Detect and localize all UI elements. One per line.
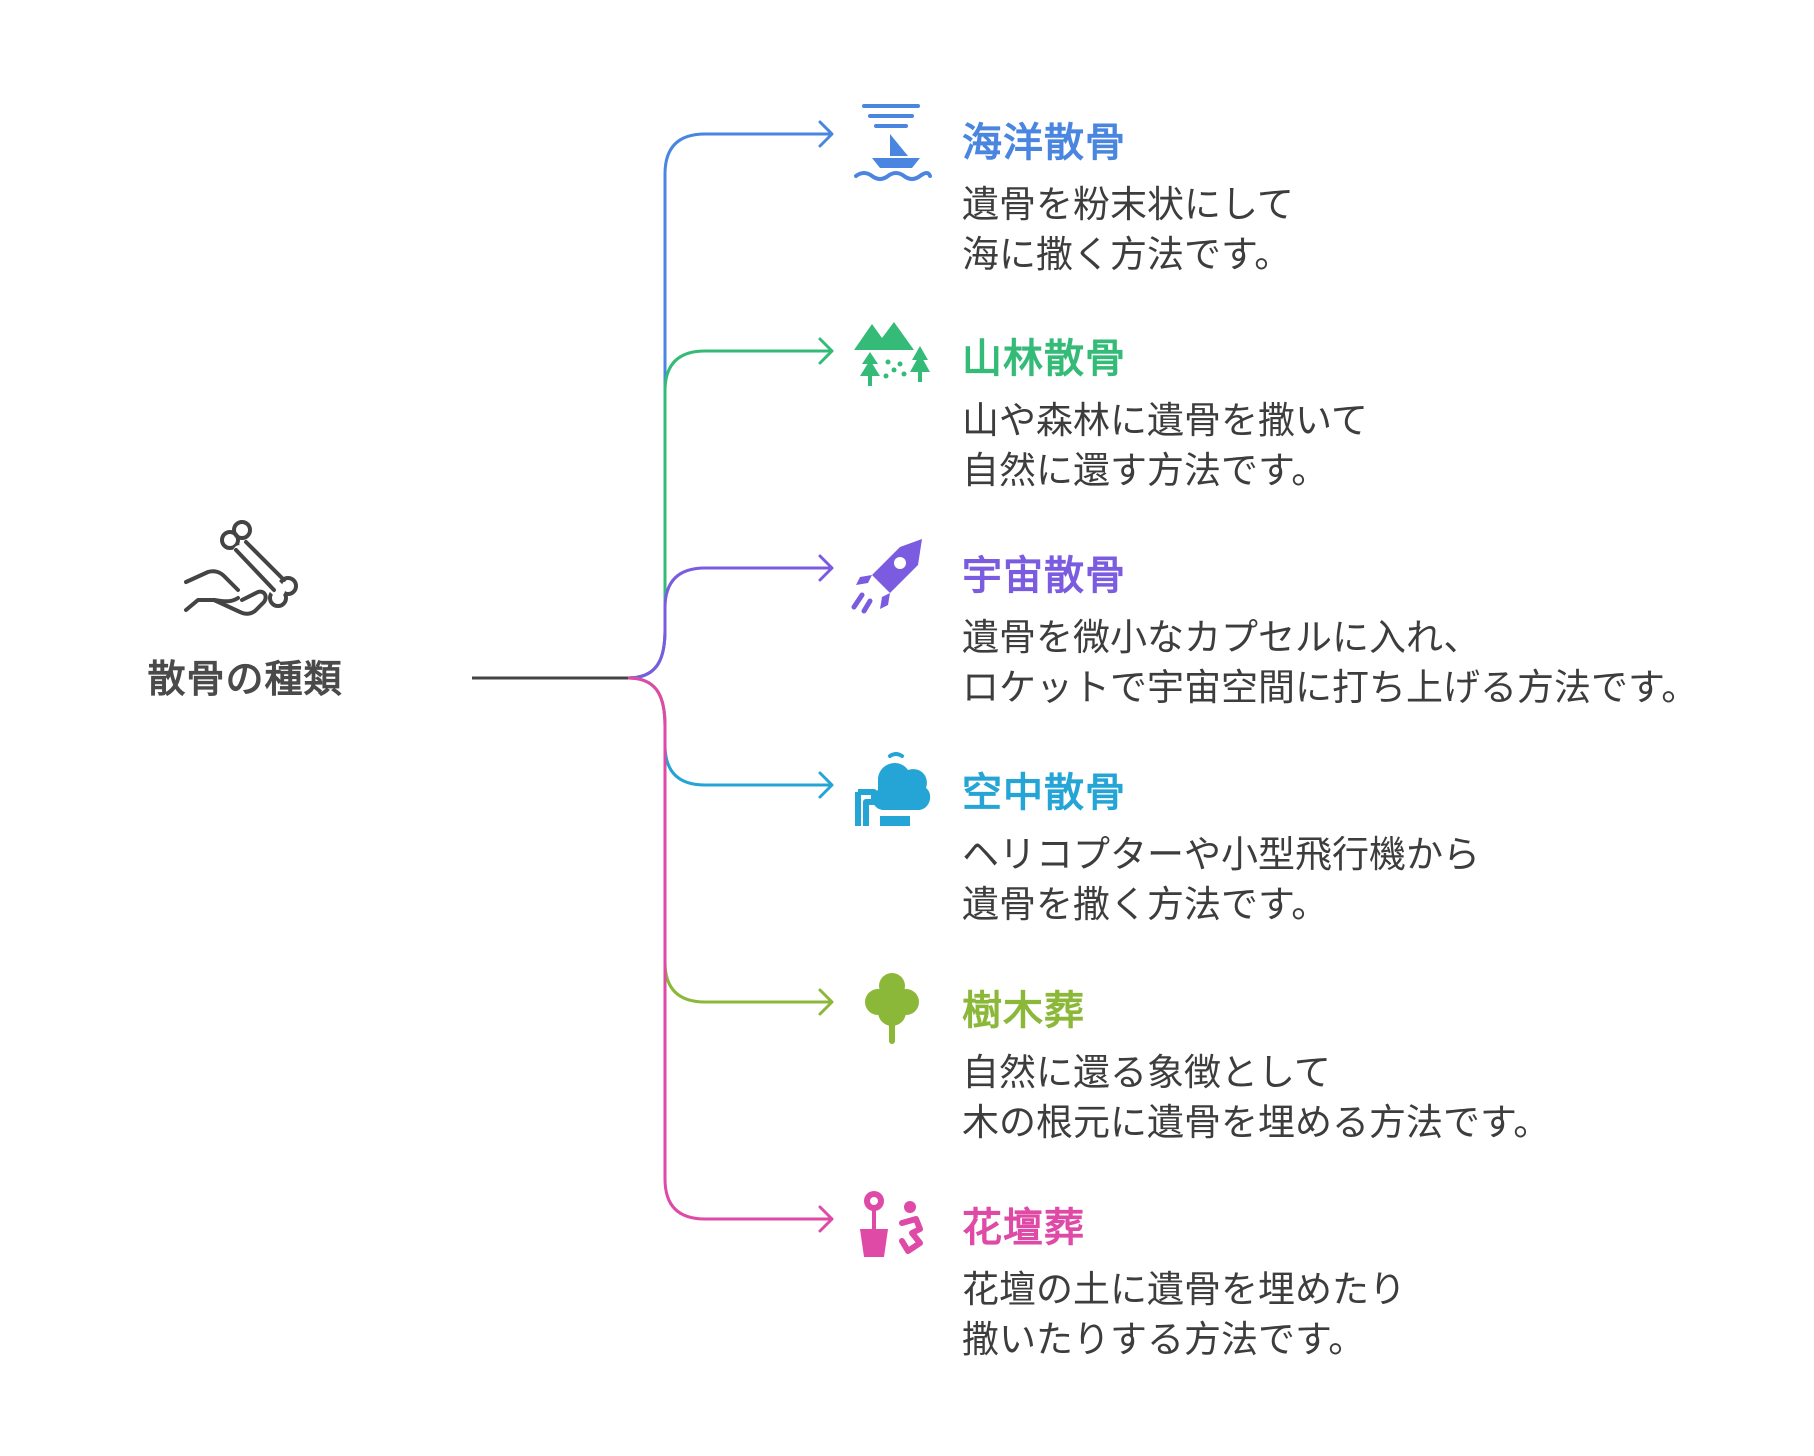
description-line: 遺骨を粉末状にして — [962, 183, 1294, 226]
arrowhead-flowerbed — [818, 1205, 834, 1233]
branch-title-air: 空中散骨 — [962, 770, 1126, 816]
arrowhead-forest — [818, 337, 834, 365]
hand-holding-bone-icon — [184, 520, 298, 616]
description-line: 遺骨を微小なカプセルに入れ、 — [962, 616, 1481, 659]
cloud-aircraft-icon — [855, 752, 931, 826]
description-line: 遺骨を撒く方法です。 — [962, 883, 1329, 926]
connector-ocean — [627, 132, 832, 680]
description-line: 自然に還る象徴として — [962, 1051, 1331, 1094]
arrowhead-tree — [818, 988, 834, 1016]
flower-pot-icon — [860, 1191, 923, 1257]
connector-forest — [627, 349, 832, 680]
description-line: ヘリコプターや小型飛行機から — [962, 833, 1480, 876]
description-line: 木の根元に遺骨を埋める方法です。 — [962, 1101, 1551, 1144]
root-title: 散骨の種類 — [147, 657, 343, 701]
branch-description-flowerbed: 花壇の土に遺骨を埋めたり撒いたりする方法です。 — [962, 1265, 1406, 1365]
branch-description-tree: 自然に還る象徴として木の根元に遺骨を埋める方法です。 — [962, 1048, 1550, 1148]
description-line: 山や森林に遺骨を撒いて — [962, 399, 1368, 442]
root-node: 散骨の種類 — [110, 520, 380, 703]
connector-flowerbed — [627, 676, 832, 1221]
arrowhead-air — [818, 771, 834, 799]
tree-icon — [865, 973, 919, 1044]
arrowhead-ocean — [818, 120, 834, 148]
description-line: 花壇の土に遺骨を埋めたり — [962, 1268, 1406, 1311]
branch-title-ocean: 海洋散骨 — [962, 120, 1126, 166]
connector-space — [627, 566, 832, 680]
description-line: 自然に還す方法です。 — [962, 449, 1329, 492]
boat-sea-icon — [854, 104, 932, 181]
mountain-trees-icon — [854, 322, 930, 386]
branch-title-tree: 樹木葬 — [962, 988, 1085, 1034]
connector-tree — [627, 676, 832, 1004]
arrowhead-space — [818, 554, 834, 582]
description-line: 海に撒く方法です。 — [962, 233, 1292, 276]
branch-description-forest: 山や森林に遺骨を撒いて自然に還す方法です。 — [962, 396, 1368, 496]
rocket-icon — [851, 539, 922, 614]
branch-title-flowerbed: 花壇葬 — [962, 1205, 1085, 1251]
branch-title-forest: 山林散骨 — [962, 336, 1126, 382]
branch-description-space: 遺骨を微小なカプセルに入れ、ロケットで宇宙空間に打ち上げる方法です。 — [962, 613, 1698, 713]
branch-title-space: 宇宙散骨 — [962, 553, 1126, 599]
description-line: ロケットで宇宙空間に打ち上げる方法です。 — [962, 666, 1699, 709]
description-line: 撒いたりする方法です。 — [962, 1318, 1366, 1361]
branch-description-ocean: 遺骨を粉末状にして海に撒く方法です。 — [962, 180, 1294, 280]
branch-description-air: ヘリコプターや小型飛行機から遺骨を撒く方法です。 — [962, 830, 1480, 930]
